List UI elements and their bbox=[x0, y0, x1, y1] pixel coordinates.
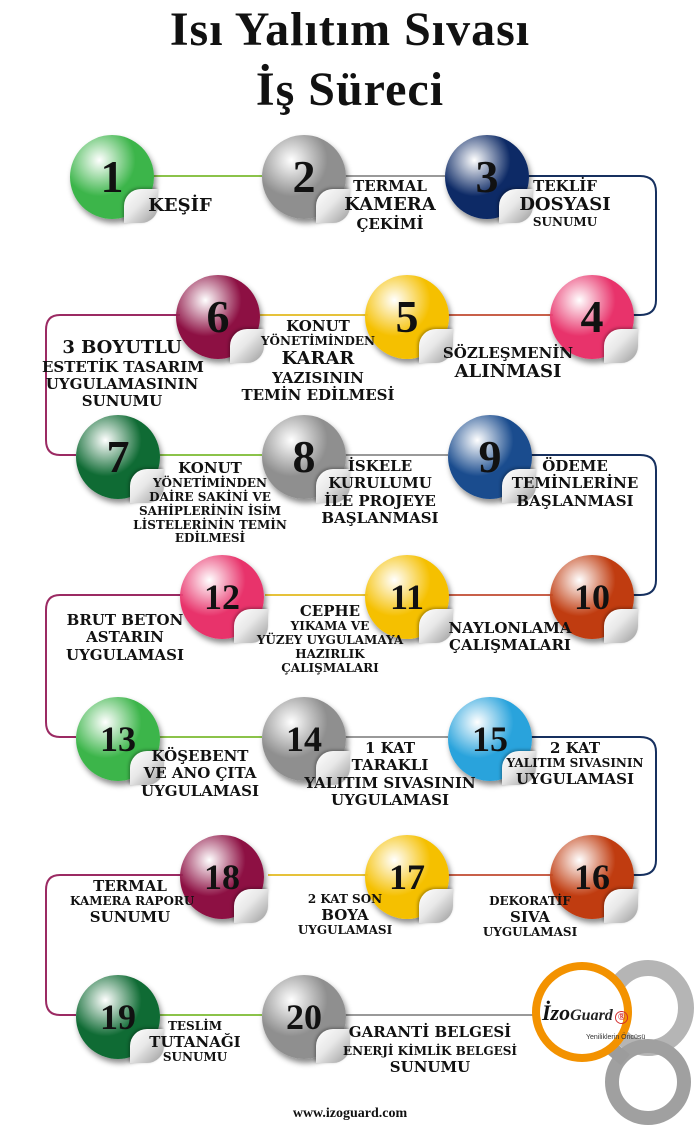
step-20-number: 20 bbox=[286, 997, 322, 1037]
step-6-badge: 6 bbox=[176, 275, 264, 363]
logo-registered-mark: ® bbox=[614, 1011, 629, 1024]
step-17-number: 17 bbox=[389, 857, 425, 897]
step-7-badge: 7 bbox=[76, 415, 164, 503]
page-curl-icon bbox=[130, 751, 164, 785]
step-8-number: 8 bbox=[292, 431, 316, 482]
step-2-badge: 2 bbox=[262, 135, 350, 223]
step-19-badge: 19 bbox=[76, 975, 164, 1063]
step-6-number: 6 bbox=[206, 291, 230, 342]
page-curl-icon bbox=[419, 609, 453, 643]
page-curl-icon bbox=[502, 751, 536, 785]
page-curl-icon bbox=[419, 889, 453, 923]
step-18-badge: 18 bbox=[180, 835, 268, 923]
step-9-badge: 9 bbox=[448, 415, 536, 503]
izoguard-logo: İzoGuard® Yeniliklerin Öncüsü bbox=[530, 950, 700, 1130]
step-10-badge: 10 bbox=[550, 555, 638, 643]
step-3-number: 3 bbox=[475, 151, 499, 202]
step-1-number: 1 bbox=[100, 151, 124, 202]
logo-brand-left: İzo bbox=[542, 1000, 571, 1025]
step-7-number: 7 bbox=[106, 431, 130, 482]
page-curl-icon bbox=[604, 609, 638, 643]
step-11-number: 11 bbox=[389, 577, 424, 617]
step-13-number: 13 bbox=[100, 719, 136, 759]
page-curl-icon bbox=[124, 189, 158, 223]
connector-18-19 bbox=[45, 874, 183, 1016]
step-15-badge: 15 bbox=[448, 697, 536, 785]
step-20-badge: 20 bbox=[262, 975, 350, 1063]
connector-9-10 bbox=[528, 454, 657, 596]
step-10-number: 10 bbox=[574, 577, 610, 617]
page-curl-icon bbox=[502, 469, 536, 503]
connector-6-7 bbox=[45, 314, 180, 456]
page-curl-icon bbox=[316, 469, 350, 503]
logo-wordmark: İzoGuard® bbox=[542, 1000, 662, 1026]
connector-15-16 bbox=[528, 736, 657, 876]
page-title: Isı Yalıtım Sıvası bbox=[169, 3, 531, 56]
step-14-number: 14 bbox=[286, 719, 322, 759]
step-16-number: 16 bbox=[574, 857, 610, 897]
page-curl-icon bbox=[604, 329, 638, 363]
step-12-number: 12 bbox=[204, 577, 240, 617]
step-1-label: KEŞİF bbox=[148, 195, 212, 216]
step-2-number: 2 bbox=[292, 151, 316, 202]
step-8-badge: 8 bbox=[262, 415, 350, 503]
page-curl-icon bbox=[234, 609, 268, 643]
step-4-badge: 4 bbox=[550, 275, 638, 363]
step-5-badge: 5 bbox=[365, 275, 453, 363]
connector-12-13 bbox=[45, 594, 183, 738]
step-5-number: 5 bbox=[395, 291, 419, 342]
page-curl-icon bbox=[130, 1029, 164, 1063]
connector-3-4 bbox=[528, 175, 657, 316]
step-15-number: 15 bbox=[472, 719, 508, 759]
website-footer[interactable]: www.izoguard.com bbox=[292, 1106, 408, 1121]
logo-rings bbox=[532, 960, 694, 1125]
page-curl-icon bbox=[230, 329, 264, 363]
step-3-badge: 3 bbox=[445, 135, 533, 223]
page-curl-icon bbox=[316, 1029, 350, 1063]
step-9-number: 9 bbox=[478, 431, 502, 482]
page-curl-icon bbox=[316, 189, 350, 223]
step-19-number: 19 bbox=[100, 997, 136, 1037]
step-13-badge: 13 bbox=[76, 697, 164, 785]
page-curl-icon bbox=[419, 329, 453, 363]
page-curl-icon bbox=[316, 751, 350, 785]
step-12-badge: 12 bbox=[180, 555, 268, 643]
page-curl-icon bbox=[499, 189, 533, 223]
logo-tagline: Yeniliklerin Öncüsü bbox=[586, 1034, 646, 1041]
page-curl-icon bbox=[130, 469, 164, 503]
page-curl-icon bbox=[234, 889, 268, 923]
step-18-number: 18 bbox=[204, 857, 240, 897]
logo-brand-right: Guard bbox=[570, 1007, 613, 1024]
step-1-badge: 1 bbox=[70, 135, 158, 223]
page-curl-icon bbox=[604, 889, 638, 923]
step-11-badge: 11 bbox=[365, 555, 453, 643]
step-17-badge: 17 bbox=[365, 835, 453, 923]
step-14-badge: 14 bbox=[262, 697, 350, 785]
step-16-badge: 16 bbox=[550, 835, 638, 923]
page-subtitle: İş Süreci bbox=[255, 63, 445, 116]
step-4-number: 4 bbox=[580, 291, 604, 342]
